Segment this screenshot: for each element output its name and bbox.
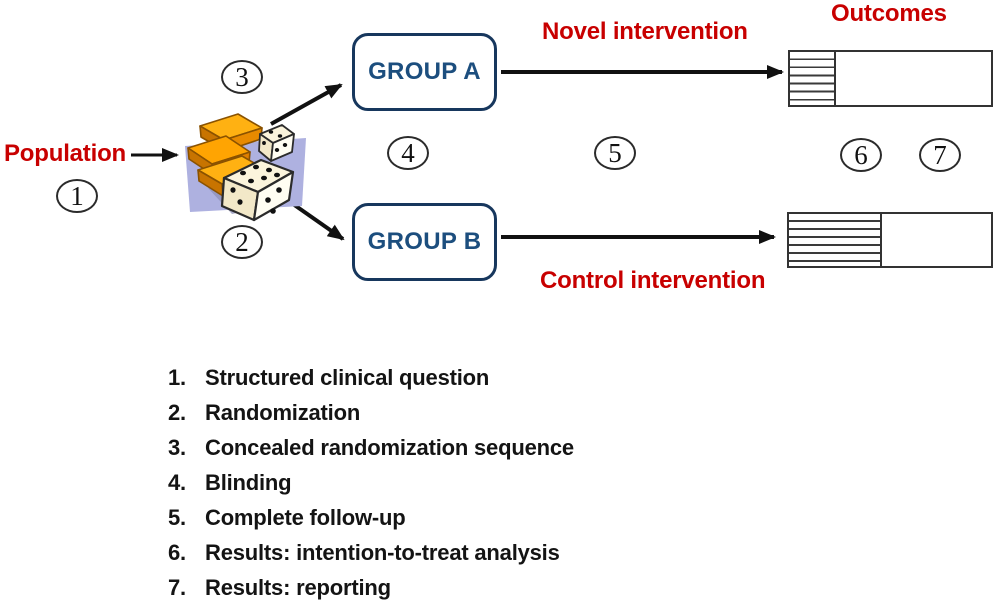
step-marker-7: 7 — [919, 138, 961, 172]
legend-item-text: Complete follow-up — [205, 504, 406, 530]
legend-item-number: 3. — [168, 434, 186, 460]
step-marker-4: 4 — [387, 136, 429, 170]
legend-item-number: 5. — [168, 504, 186, 530]
legend-item-text: Randomization — [205, 399, 361, 425]
legend-item-number: 2. — [168, 399, 186, 425]
legend-item-text: Results: intention-to-treat analysis — [205, 539, 560, 565]
legend-item-2: 2. Randomization — [168, 395, 574, 430]
legend-item-number: 6. — [168, 539, 186, 565]
legend-item-number: 1. — [168, 364, 186, 390]
group-b-box: GROUP B — [352, 203, 497, 281]
diagram-graphics — [131, 65, 784, 244]
outcomes-label: Outcomes — [831, 0, 947, 27]
legend-item-4: 4. Blinding — [168, 465, 574, 500]
outcome-b-striped-section — [789, 214, 882, 266]
randomization-clipart — [185, 113, 306, 222]
legend-item-text: Blinding — [205, 469, 292, 495]
legend-list: 1. Structured clinical question 2. Rando… — [168, 360, 574, 605]
legend-item-7: 7. Results: reporting — [168, 570, 574, 605]
population-label: Population — [4, 140, 126, 167]
small-die-icon — [258, 124, 295, 162]
step-marker-1: 1 — [56, 179, 98, 213]
legend-item-5: 5. Complete follow-up — [168, 500, 574, 535]
legend-item-text: Structured clinical question — [205, 364, 490, 390]
step-marker-6: 6 — [840, 138, 882, 172]
step-marker-3: 3 — [221, 60, 263, 94]
legend-item-number: 4. — [168, 469, 186, 495]
step-marker-2: 2 — [221, 225, 263, 259]
group-a-label: GROUP A — [368, 58, 481, 85]
step-marker-5: 5 — [594, 136, 636, 170]
legend-item-6: 6. Results: intention-to-treat analysis — [168, 535, 574, 570]
outcome-a-striped-section — [790, 52, 836, 105]
outcome-table-group-a — [788, 50, 993, 107]
legend-item-text: Concealed randomization sequence — [205, 434, 574, 460]
legend-item-3: 3. Concealed randomization sequence — [168, 430, 574, 465]
legend-item-number: 7. — [168, 574, 186, 600]
group-a-box: GROUP A — [352, 33, 497, 111]
novel-intervention-label: Novel intervention — [542, 18, 748, 45]
legend-item-text: Results: reporting — [205, 574, 391, 600]
control-intervention-label: Control intervention — [540, 267, 766, 294]
legend-item-1: 1. Structured clinical question — [168, 360, 574, 395]
large-die-icon — [220, 158, 295, 222]
outcome-table-group-b — [787, 212, 993, 268]
arrow-randomization-to-group-a — [270, 83, 343, 126]
group-b-label: GROUP B — [367, 228, 482, 255]
